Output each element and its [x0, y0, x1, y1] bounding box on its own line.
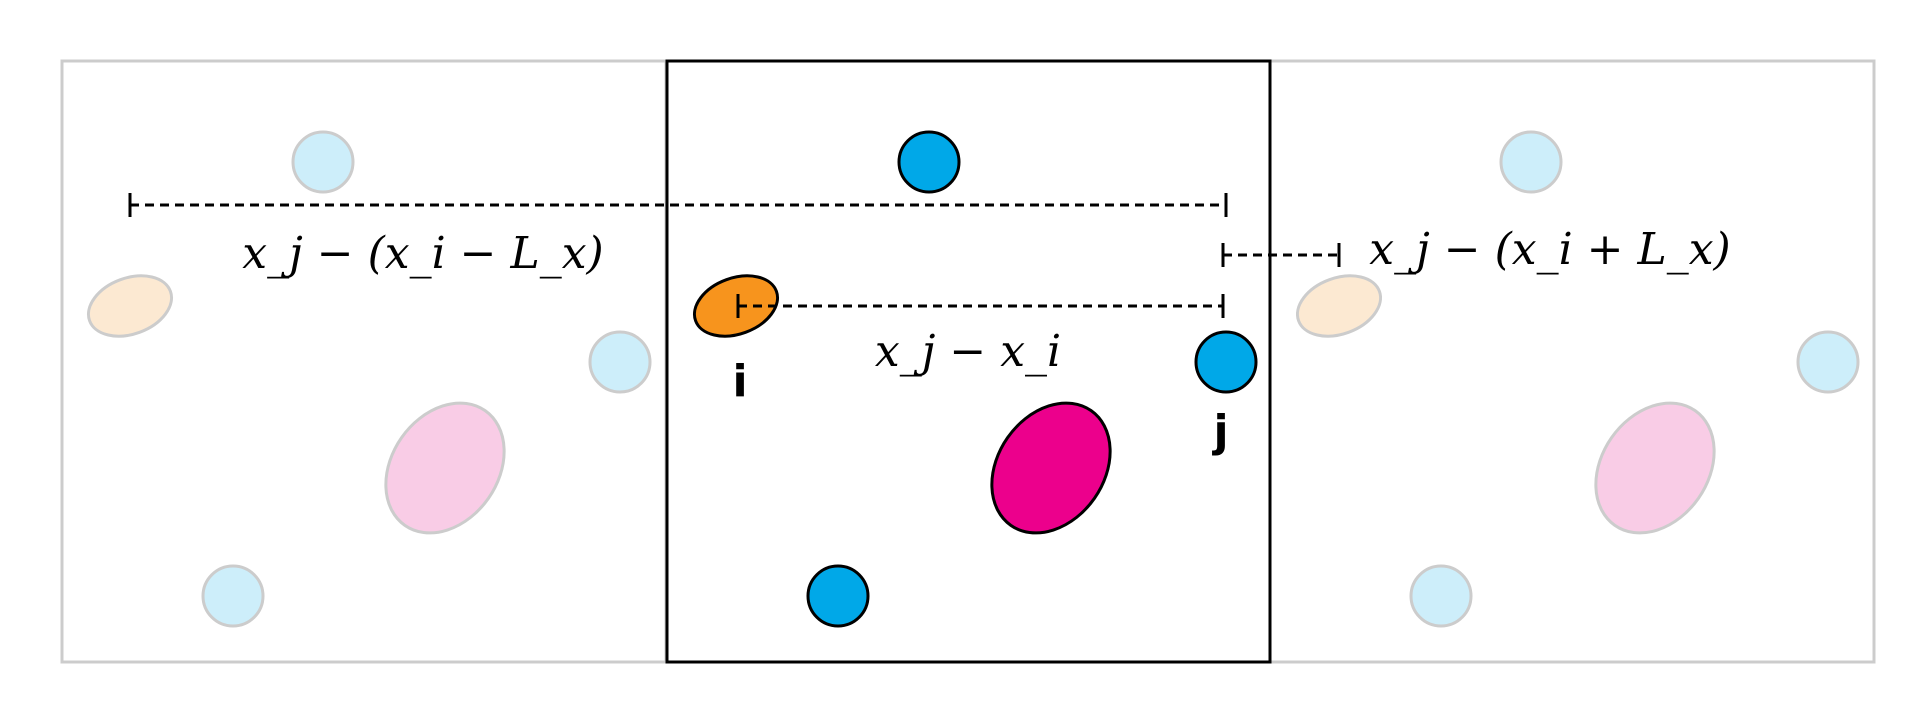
- blue-particle: [806, 564, 870, 628]
- particle-i-label: i: [732, 356, 747, 407]
- distance-direct-line: [736, 294, 1225, 318]
- particle-j-label: j: [1211, 406, 1228, 457]
- ghost-pink-particle: [384, 401, 506, 535]
- central-simulation-box: [665, 59, 1272, 664]
- ghost-blue-particle: [1499, 130, 1563, 194]
- ghost-blue-particle: [291, 130, 355, 194]
- left-panel-border: [60, 59, 668, 664]
- ghost-blue-particle-j-image: [1796, 330, 1860, 394]
- ghost-blue-particle: [1409, 564, 1473, 628]
- distance-right-image-line: [1221, 243, 1341, 267]
- particle-i: [692, 274, 780, 338]
- ghost-orange-particle-i-image: [1295, 274, 1383, 338]
- distance-right-image-label: x_j − (x_i + L_x): [1369, 224, 1730, 275]
- left-periodic-image: [60, 59, 668, 664]
- particle-j: [1194, 330, 1258, 394]
- right-panel-border: [1268, 59, 1876, 664]
- ghost-pink-particle: [1594, 401, 1716, 535]
- blue-particle: [897, 130, 961, 194]
- ghost-blue-particle: [201, 564, 265, 628]
- magenta-particle: [990, 401, 1112, 535]
- distance-left-image-line: [128, 193, 1228, 217]
- right-periodic-image: [1268, 59, 1876, 664]
- ghost-blue-particle-j-image: [588, 330, 652, 394]
- ghost-orange-particle-i-image: [86, 274, 174, 338]
- distance-left-image-label: x_j − (x_i − L_x): [242, 228, 603, 279]
- central-panel-border: [665, 59, 1272, 664]
- distance-direct-label: x_j − x_i: [875, 326, 1061, 377]
